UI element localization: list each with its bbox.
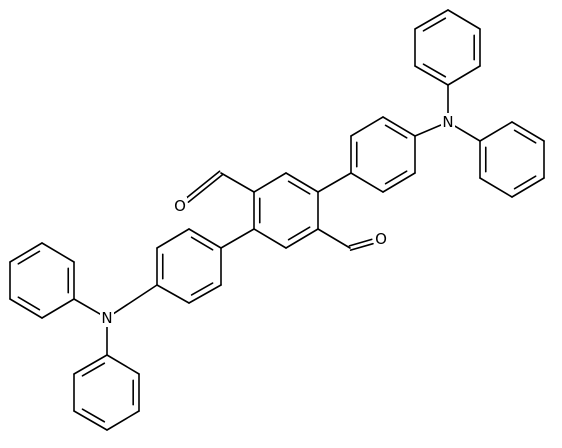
bond-70 <box>106 354 140 375</box>
bond-56 <box>17 250 41 265</box>
atom-o-top: O <box>173 197 187 215</box>
bond-6 <box>253 228 287 249</box>
bond-54 <box>41 242 75 263</box>
bond-21 <box>190 236 214 251</box>
bond-22 <box>156 228 190 249</box>
bond-20 <box>188 228 222 249</box>
bond-65 <box>73 410 108 431</box>
atom-o-right-label: O <box>375 230 387 248</box>
bond-62 <box>73 354 108 375</box>
bond-16 <box>382 172 416 193</box>
bond-lines <box>9 9 545 431</box>
bond-43 <box>479 177 513 198</box>
atom-o-right: O <box>374 230 388 248</box>
atom-n-top: N <box>441 113 455 131</box>
bond-13 <box>382 116 416 137</box>
bond-77 <box>348 238 373 247</box>
bond-44 <box>511 177 545 198</box>
bond-67 <box>106 410 140 431</box>
bond-66 <box>81 408 106 423</box>
bond-47 <box>511 121 545 142</box>
bond-1 <box>285 172 319 193</box>
atom-n-left: N <box>100 309 114 327</box>
bond-29 <box>220 228 255 249</box>
bond-5 <box>287 226 311 241</box>
bond-48 <box>513 129 537 144</box>
bond-17 <box>384 170 408 185</box>
atom-n-top-label: N <box>442 113 453 131</box>
bond-31 <box>414 65 449 86</box>
bond-32 <box>422 63 447 78</box>
bond-50 <box>454 125 481 142</box>
atom-o-top-label: O <box>174 197 186 215</box>
bond-14 <box>384 124 408 139</box>
bond-59 <box>17 296 41 311</box>
bond-25 <box>156 284 190 304</box>
bond-4 <box>285 228 319 249</box>
bond-27 <box>190 282 214 296</box>
bond-51 <box>112 284 158 315</box>
bond-34 <box>414 9 449 30</box>
bond-18 <box>350 172 384 193</box>
bond-9 <box>253 172 287 193</box>
bond-63 <box>81 362 106 377</box>
bond-72 <box>220 172 255 193</box>
bond-76 <box>349 242 374 251</box>
bond-49 <box>479 121 513 142</box>
bond-75 <box>317 228 351 249</box>
bond-35 <box>422 17 447 32</box>
atom-n-left-label: N <box>101 309 112 327</box>
bond-2 <box>287 180 311 195</box>
bond-26 <box>188 284 222 304</box>
bond-73 <box>184 170 221 200</box>
bond-12 <box>350 116 384 137</box>
bond-60 <box>41 298 75 319</box>
atom-labels: N N O O <box>100 113 455 327</box>
bond-58 <box>9 298 43 319</box>
bond-45 <box>513 175 537 190</box>
bond-74 <box>187 173 224 203</box>
bond-19 <box>317 172 352 193</box>
bond-61 <box>73 298 101 315</box>
bond-39 <box>447 65 481 86</box>
bond-30 <box>414 124 442 137</box>
bond-36 <box>447 9 481 30</box>
bond-55 <box>9 242 43 263</box>
